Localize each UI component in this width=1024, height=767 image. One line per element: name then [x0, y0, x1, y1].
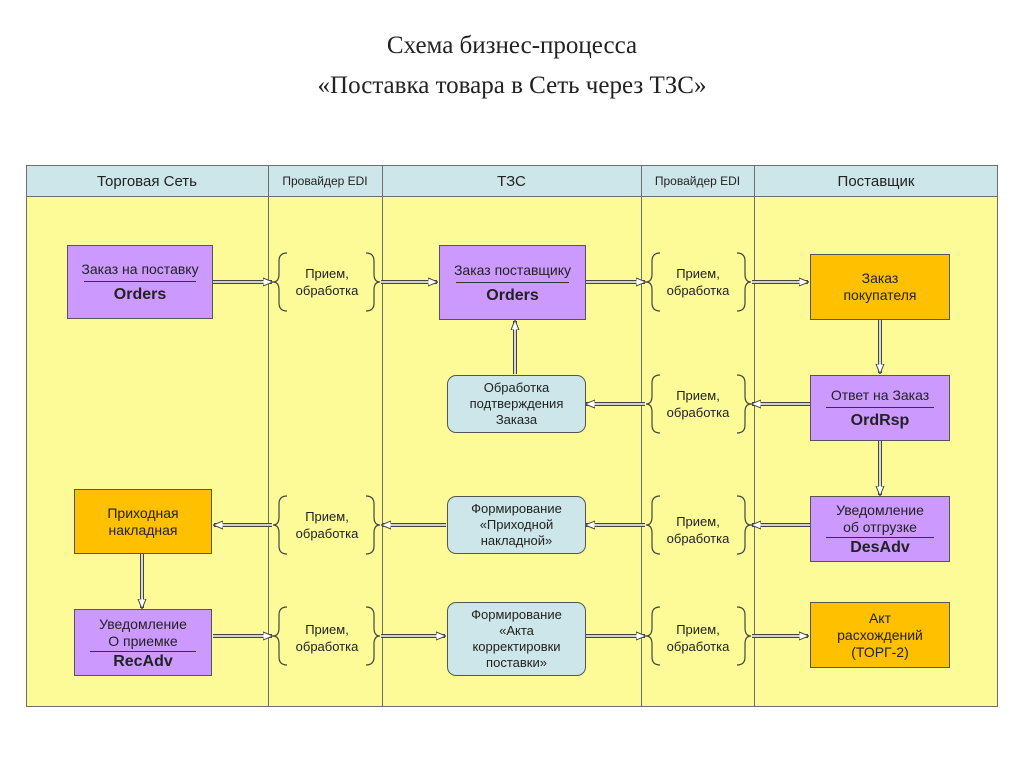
doc-text-line: Уведомление	[99, 615, 187, 632]
process-text-line: накладной»	[480, 533, 553, 548]
doc-label: Заказ на поставку	[81, 261, 199, 277]
lane-header-supplier: Поставщик	[837, 173, 915, 190]
process-text-line: Обработка	[483, 380, 550, 395]
edi-text-line: Прием,	[676, 388, 720, 403]
edi-text-line: Прием,	[676, 514, 720, 529]
process-text-line: подтверждения	[469, 396, 564, 411]
edi-step-receive-7: Прием, обработка	[655, 621, 741, 655]
edi-brace-left-open	[272, 252, 288, 312]
doc-divider	[826, 407, 934, 408]
doc-network-order: Заказ на поставку Orders	[67, 245, 213, 319]
lane-header-tzs: ТЗС	[497, 173, 526, 190]
process-form-act: Формирование «Акта корректировки поставк…	[447, 602, 586, 676]
doc-buyer-order: Заказ покупателя	[810, 254, 950, 320]
doc-text-line: накладная	[108, 521, 178, 538]
lane-divider	[754, 165, 755, 707]
doc-code: Orders	[113, 286, 167, 303]
lane-divider	[382, 165, 383, 707]
doc-text-line: Акт	[868, 609, 892, 626]
lane-header-retail-network: Торговая Сеть	[97, 173, 197, 190]
edi-brace-left-close	[365, 606, 381, 666]
lane-divider	[641, 165, 642, 707]
doc-code: OrdRsp	[850, 412, 910, 429]
edi-brace-left-close	[365, 495, 381, 555]
process-text-line: корректировки	[472, 639, 561, 654]
doc-divider	[455, 281, 570, 283]
edi-text-line: Прием,	[305, 266, 349, 281]
doc-text-line: Приходная	[107, 504, 179, 521]
edi-text-line: обработка	[666, 531, 730, 546]
edi-step-receive-1: Прием, обработка	[283, 265, 371, 299]
process-text-line: Заказа	[495, 412, 538, 427]
edi-text-line: Прием,	[305, 509, 349, 524]
lane-header-edi-provider-right: Провайдер EDI	[654, 174, 741, 188]
process-confirmation: Обработка подтверждения Заказа	[447, 375, 586, 433]
doc-order-response: Ответ на Заказ OrdRsp	[810, 375, 950, 441]
diagram-title-line-1: Схема бизнес-процесса	[386, 32, 638, 59]
doc-code: RecAdv	[113, 652, 173, 670]
edi-step-receive-6: Прием, обработка	[655, 513, 741, 547]
edi-text-line: обработка	[666, 639, 730, 654]
edi-text-line: Прием,	[305, 622, 349, 637]
process-text-line: «Акта	[499, 623, 534, 638]
edi-step-receive-2: Прием, обработка	[283, 508, 371, 542]
edi-text-line: обработка	[295, 283, 359, 298]
edi-brace-right-close	[736, 606, 752, 666]
doc-supplier-order: Заказ поставщику Orders	[439, 245, 586, 320]
doc-divider	[89, 650, 197, 652]
lane-header-edi-provider-left: Провайдер EDI	[282, 174, 368, 188]
edi-step-receive-3: Прием, обработка	[283, 621, 371, 655]
doc-text-line: расхождений	[837, 626, 923, 643]
edi-brace-left-close	[365, 252, 381, 312]
edi-text-line: Прием,	[676, 266, 720, 281]
diagram-title-line-2: «Поставка товара в Сеть через ТЗС»	[317, 72, 707, 99]
edi-text-line: обработка	[666, 283, 730, 298]
process-text-line: «Приходной	[479, 517, 554, 532]
edi-step-receive-4: Прием, обработка	[655, 265, 741, 299]
edi-brace-right-open	[645, 495, 661, 555]
edi-text-line: обработка	[666, 405, 730, 420]
doc-receipt-notice: Уведомление О приемке RecAdv	[74, 609, 212, 676]
edi-text-line: Прием,	[676, 622, 720, 637]
process-text-line: поставки»	[486, 655, 547, 670]
doc-code: Orders	[486, 286, 539, 304]
swimlane-header-band	[26, 165, 998, 197]
edi-brace-right-open	[645, 606, 661, 666]
edi-brace-left-open	[272, 606, 288, 666]
lane-divider	[268, 165, 269, 707]
edi-brace-left-open	[272, 495, 288, 555]
doc-label: Заказ поставщику	[453, 261, 572, 278]
edi-brace-right-open	[645, 374, 661, 434]
edi-text-line: обработка	[295, 526, 359, 541]
doc-discrepancy-act: Акт расхождений (ТОРГ-2)	[810, 602, 950, 668]
doc-text-line: об отгрузке	[843, 519, 917, 535]
doc-text-line: О приемке	[108, 632, 178, 649]
doc-text-line: (ТОРГ-2)	[851, 643, 909, 660]
doc-label: Ответ на Заказ	[830, 387, 930, 403]
process-text-line: Формирование	[471, 607, 562, 622]
process-text-line: Формирование	[471, 501, 562, 516]
edi-text-line: обработка	[295, 639, 359, 654]
doc-shipment-notice: Уведомление об отгрузке DesAdv	[810, 496, 950, 562]
doc-text-line: Заказ	[861, 270, 899, 286]
process-form-invoice: Формирование «Приходной накладной»	[447, 496, 586, 554]
edi-brace-right-open	[645, 252, 661, 312]
doc-divider	[83, 281, 197, 282]
edi-brace-right-close	[736, 252, 752, 312]
doc-divider	[826, 537, 934, 538]
doc-text-line: Уведомление	[836, 502, 924, 518]
doc-text-line: покупателя	[843, 287, 917, 303]
doc-code: DesAdv	[850, 539, 910, 556]
doc-receipt-invoice: Приходная накладная	[74, 489, 212, 554]
edi-step-receive-5: Прием, обработка	[655, 387, 741, 421]
